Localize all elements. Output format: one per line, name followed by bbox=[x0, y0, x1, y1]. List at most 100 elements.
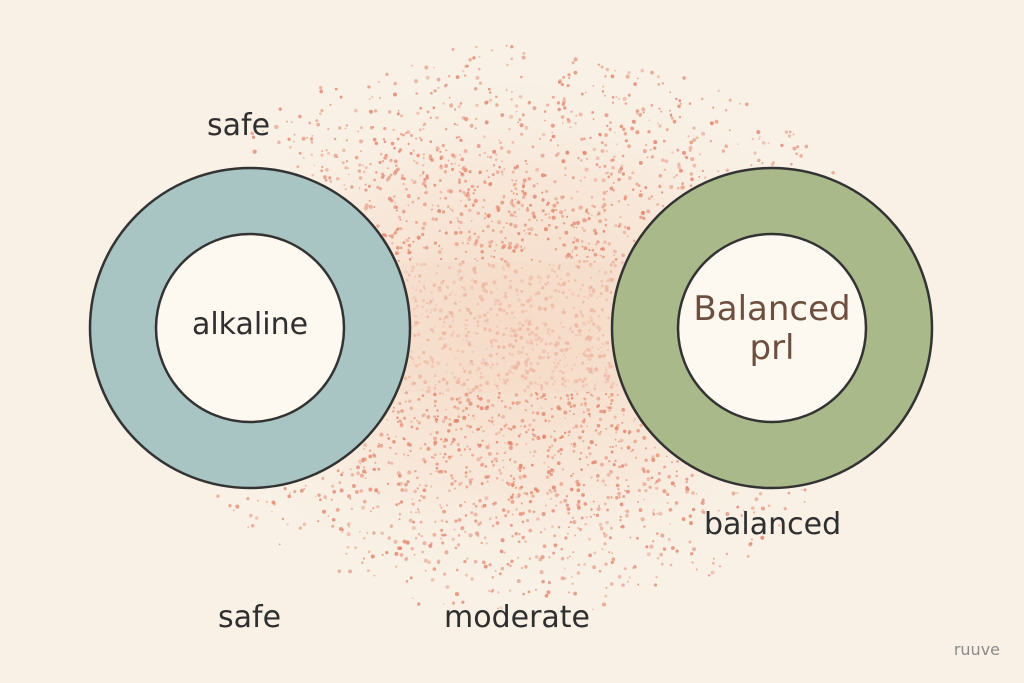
stipple-dot bbox=[553, 454, 556, 457]
stipple-dot bbox=[486, 399, 491, 403]
stipple-dot bbox=[419, 106, 423, 110]
stipple-dot bbox=[601, 255, 605, 259]
stipple-dot bbox=[448, 489, 451, 493]
stipple-dot bbox=[523, 474, 527, 479]
stipple-dot bbox=[433, 404, 437, 408]
stipple-dot bbox=[508, 245, 512, 250]
stipple-dot bbox=[308, 121, 312, 125]
stipple-dot bbox=[563, 576, 567, 580]
stipple-dot bbox=[387, 110, 392, 114]
stipple-dot bbox=[672, 119, 677, 124]
stipple-dot bbox=[617, 488, 620, 491]
stipple-dot bbox=[721, 149, 726, 153]
stipple-dot bbox=[507, 427, 510, 430]
stipple-dot bbox=[548, 216, 552, 220]
stipple-dot bbox=[523, 425, 527, 428]
stipple-dot bbox=[660, 533, 665, 538]
stipple-dot bbox=[546, 448, 550, 453]
stipple-dot bbox=[619, 438, 624, 443]
stipple-dot bbox=[570, 196, 573, 200]
stipple-dot bbox=[411, 502, 415, 506]
stipple-dot bbox=[562, 122, 564, 124]
stipple-dot bbox=[750, 538, 753, 541]
stipple-dot bbox=[668, 507, 673, 512]
stipple-dot bbox=[367, 184, 371, 188]
stipple-dot bbox=[515, 164, 520, 168]
stipple-dot bbox=[607, 242, 611, 246]
stipple-dot bbox=[393, 81, 398, 86]
stipple-dot bbox=[535, 489, 540, 493]
stipple-dot bbox=[398, 215, 401, 219]
stipple-dot bbox=[532, 184, 536, 188]
stipple-dot bbox=[404, 400, 407, 403]
stipple-dot bbox=[441, 210, 446, 214]
stipple-dot bbox=[346, 522, 351, 526]
stipple-dot bbox=[527, 509, 532, 513]
stipple-dot bbox=[657, 82, 661, 86]
stipple-dot bbox=[758, 492, 763, 496]
stipple-dot bbox=[525, 232, 528, 235]
stipple-dot bbox=[405, 220, 408, 223]
stipple-dot bbox=[704, 176, 707, 179]
stipple-dot bbox=[583, 401, 587, 405]
stipple-dot bbox=[659, 552, 663, 557]
stipple-dot bbox=[446, 205, 450, 208]
stipple-dot bbox=[543, 110, 547, 113]
stipple-dot bbox=[395, 245, 400, 250]
stipple-dot bbox=[580, 516, 584, 520]
stipple-dot bbox=[620, 447, 623, 450]
stipple-dot bbox=[622, 429, 627, 434]
stipple-dot bbox=[717, 509, 720, 512]
stipple-dot bbox=[317, 493, 321, 497]
stipple-dot bbox=[380, 172, 385, 176]
stipple-dot bbox=[416, 602, 421, 606]
stipple-dot bbox=[584, 403, 588, 407]
stipple-dot bbox=[622, 230, 627, 235]
stipple-dot bbox=[522, 178, 527, 183]
stipple-dot bbox=[803, 500, 806, 503]
stipple-dot bbox=[454, 242, 459, 247]
stipple-dot bbox=[346, 532, 351, 537]
stipple-dot bbox=[448, 96, 451, 99]
stipple-dot bbox=[627, 447, 630, 449]
stipple-dot bbox=[567, 73, 571, 77]
stipple-dot bbox=[453, 162, 456, 165]
stipple-dot bbox=[573, 70, 578, 75]
stipple-dot bbox=[350, 507, 354, 511]
stipple-dot bbox=[459, 230, 463, 235]
stipple-dot bbox=[561, 214, 565, 218]
stipple-dot bbox=[665, 128, 669, 132]
stipple-dot bbox=[617, 440, 620, 443]
stipple-dot bbox=[757, 158, 761, 163]
stipple-dot bbox=[601, 90, 605, 93]
stipple-dot bbox=[464, 514, 468, 517]
stipple-dot bbox=[399, 246, 403, 250]
stipple-dot bbox=[551, 95, 555, 99]
stipple-dot bbox=[309, 137, 314, 141]
stipple-dot bbox=[509, 564, 512, 568]
stipple-dot bbox=[580, 468, 583, 471]
stipple-dot bbox=[517, 496, 520, 499]
stipple-dot bbox=[614, 69, 616, 72]
stipple-dot bbox=[540, 554, 545, 560]
stipple-dot bbox=[410, 420, 413, 423]
stipple-dot bbox=[585, 391, 589, 394]
stipple-dot bbox=[724, 108, 728, 112]
stipple-dot bbox=[503, 168, 506, 171]
stipple-dot bbox=[411, 498, 413, 501]
stipple-dot bbox=[499, 146, 504, 150]
stipple-dot bbox=[422, 541, 427, 546]
stipple-dot bbox=[530, 258, 533, 261]
stipple-dot bbox=[339, 95, 343, 99]
stipple-dot bbox=[574, 122, 577, 125]
stipple-dot bbox=[359, 139, 364, 144]
stipple-dot bbox=[398, 419, 402, 423]
stipple-dot bbox=[554, 153, 559, 158]
stipple-dot bbox=[608, 409, 611, 413]
stipple-dot bbox=[591, 461, 595, 465]
stipple-dot bbox=[374, 488, 379, 493]
stipple-dot bbox=[566, 117, 570, 121]
stipple-dot bbox=[453, 230, 458, 235]
stipple-dot bbox=[366, 569, 370, 573]
stipple-dot bbox=[519, 432, 522, 436]
